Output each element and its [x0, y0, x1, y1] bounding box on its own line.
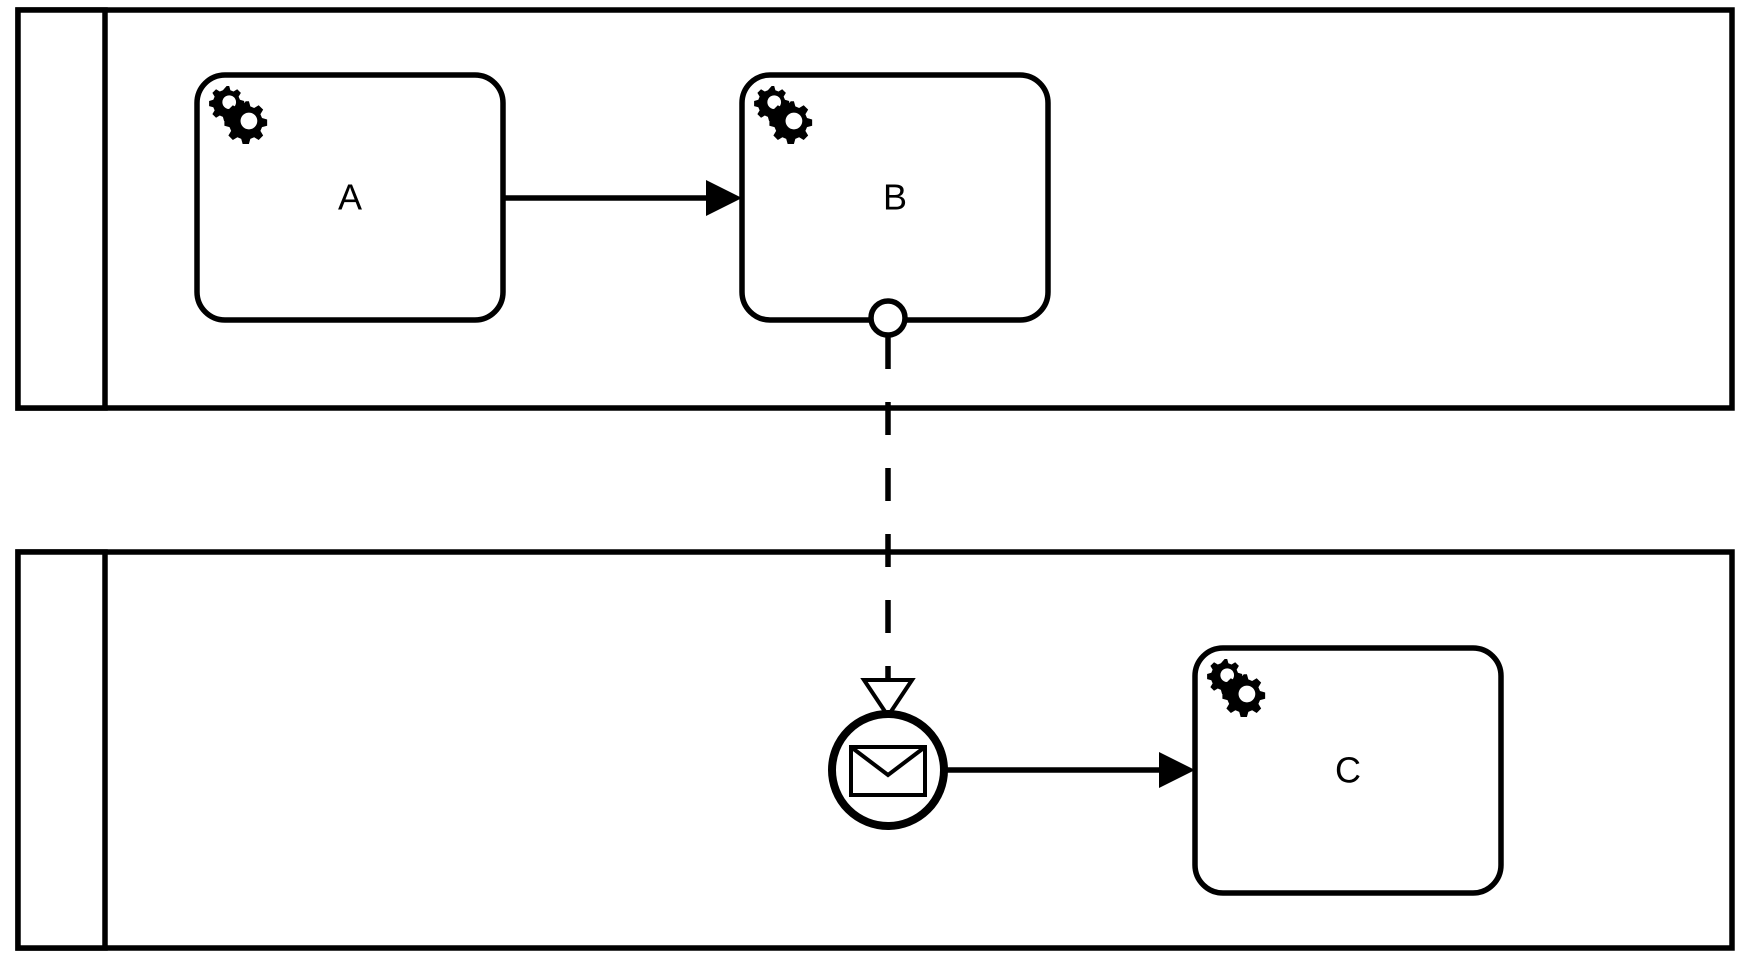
task-a-shape[interactable] [194, 72, 506, 323]
task-c[interactable]: C [1192, 645, 1504, 896]
task-c-shape[interactable] [1192, 645, 1504, 896]
task-c-label: C [1335, 750, 1361, 791]
task-b[interactable]: B [739, 72, 1051, 323]
sequence-flow-a-to-b[interactable] [503, 180, 742, 216]
boundary-event-on-task-b[interactable] [868, 298, 908, 338]
message-flow-b-to-start-event[interactable] [860, 336, 916, 720]
message-flow-arrowhead [860, 678, 916, 720]
envelope-icon [849, 745, 927, 797]
message-start-event[interactable] [828, 710, 948, 830]
envelope-flap [849, 745, 927, 778]
task-b-label: B [883, 177, 907, 218]
task-a[interactable]: A [194, 72, 506, 323]
boundary-event-circle[interactable] [868, 298, 908, 338]
pool-bottom-header[interactable] [15, 549, 108, 951]
sequence-flow-event-to-c[interactable] [944, 752, 1195, 788]
sequence-flow-event-to-c-arrowhead [1159, 752, 1195, 788]
pool-top-header[interactable] [15, 7, 108, 411]
sequence-flow-a-to-b-arrowhead [706, 180, 742, 216]
task-a-label: A [338, 177, 362, 218]
